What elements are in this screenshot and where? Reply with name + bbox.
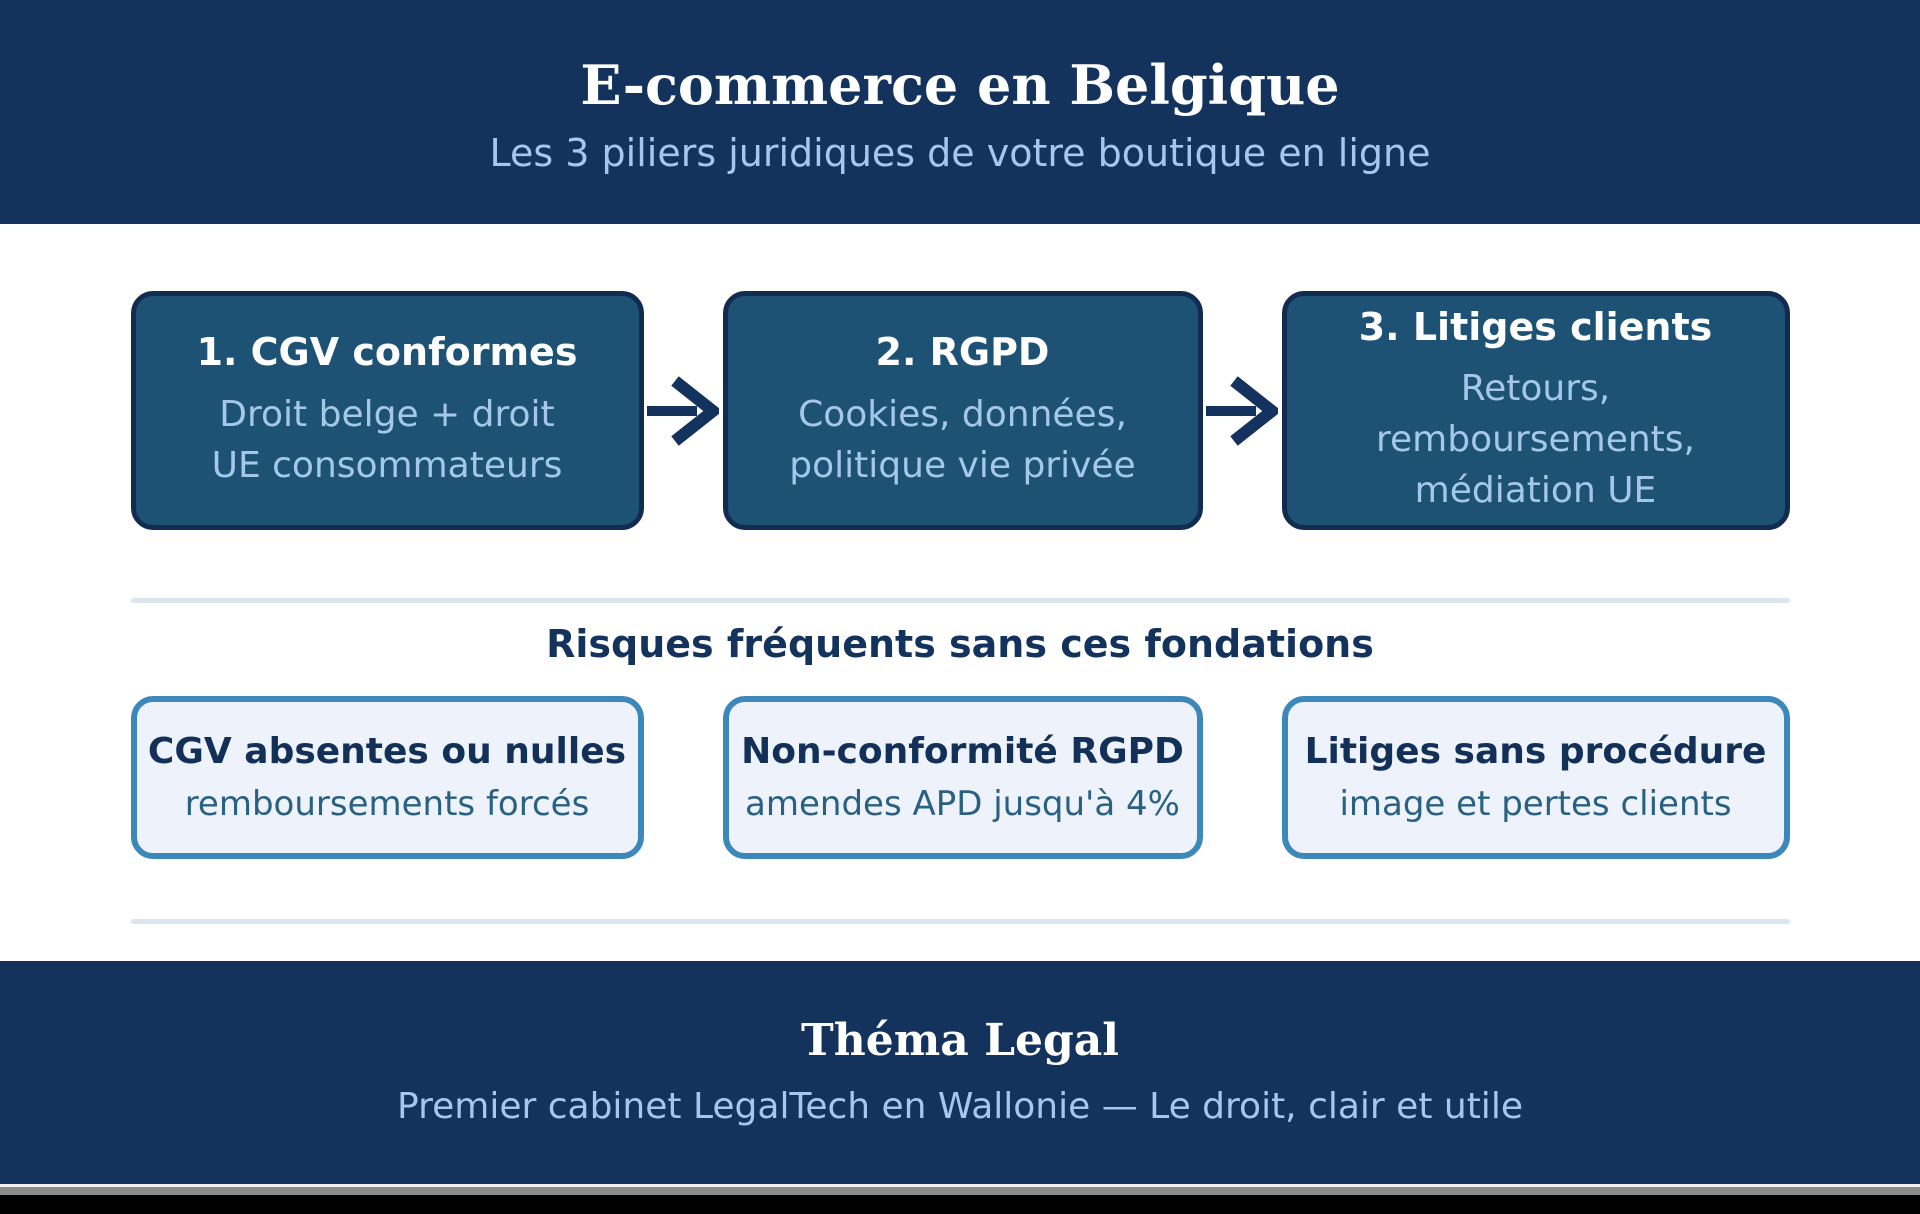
pillar-title: 2. RGPD <box>875 330 1050 375</box>
pillar-box-litiges: 3. Litiges clients Retours, remboursemen… <box>1281 291 1790 530</box>
risk-description: amendes APD jusqu'à 4% <box>745 784 1180 825</box>
pillar-box-cgv: 1. CGV conformes Droit belge + droit UE … <box>130 291 644 530</box>
pillar-description-line: UE consommateurs <box>211 444 563 486</box>
pillar-title: 3. Litiges clients <box>1358 304 1713 349</box>
pillar-description: Retours, remboursements, médiation UE <box>1297 363 1775 516</box>
risks-section-heading: Risques fréquents sans ces fondations <box>546 622 1374 666</box>
arrow-right-icon <box>1206 375 1278 446</box>
content-column: 1. CGV conformes Droit belge + droit UE … <box>130 291 1790 924</box>
risk-title: CGV absentes ou nulles <box>147 731 627 772</box>
pillars-flow-row: 1. CGV conformes Droit belge + droit UE … <box>130 291 1790 530</box>
pillar-box-rgpd: 2. RGPD Cookies, données, politique vie … <box>722 291 1203 530</box>
risk-title: Litiges sans procédure <box>1304 731 1767 772</box>
page-title: E-commerce en Belgique <box>580 52 1340 117</box>
risk-box-cgv: CGV absentes ou nulles remboursements fo… <box>130 696 644 859</box>
risk-description: remboursements forcés <box>184 784 590 825</box>
risks-row: CGV absentes ou nulles remboursements fo… <box>130 696 1790 859</box>
pillar-title: 1. CGV conformes <box>196 330 578 375</box>
brand-tagline: Premier cabinet LegalTech en Wallonie — … <box>397 1086 1523 1128</box>
section-divider-top <box>130 598 1790 603</box>
pillar-description-line: Cookies, données, <box>798 393 1127 435</box>
header-banner: E-commerce en Belgique Les 3 piliers jur… <box>0 0 1920 224</box>
risk-box-litiges: Litiges sans procédure image et pertes c… <box>1281 696 1790 859</box>
arrow-right-icon <box>647 375 719 446</box>
page-subtitle: Les 3 piliers juridiques de votre boutiq… <box>489 130 1431 175</box>
footer-banner: Théma Legal Premier cabinet LegalTech en… <box>0 961 1920 1184</box>
pillar-description-line: Retours, remboursements, <box>1376 368 1695 461</box>
pillar-description: Cookies, données, politique vie privée <box>789 389 1135 491</box>
risk-description: image et pertes clients <box>1339 784 1732 825</box>
diagram-area: 1. CGV conformes Droit belge + droit UE … <box>0 224 1920 961</box>
pillar-description: Droit belge + droit UE consommateurs <box>212 389 563 491</box>
pillar-description-line: médiation UE <box>1414 470 1657 512</box>
pillar-description-line: Droit belge + droit <box>219 393 555 435</box>
window-edge-highlight <box>0 1184 1920 1187</box>
window-edge-bar <box>0 1187 1920 1195</box>
section-divider-bottom <box>130 919 1790 924</box>
screen-bottom-bar <box>0 1195 1920 1214</box>
risk-box-rgpd: Non-conformité RGPD amendes APD jusqu'à … <box>722 696 1203 859</box>
brand-name: Théma Legal <box>800 1014 1120 1066</box>
risk-title: Non-conformité RGPD <box>741 731 1184 772</box>
pillar-description-line: politique vie privée <box>789 444 1136 486</box>
